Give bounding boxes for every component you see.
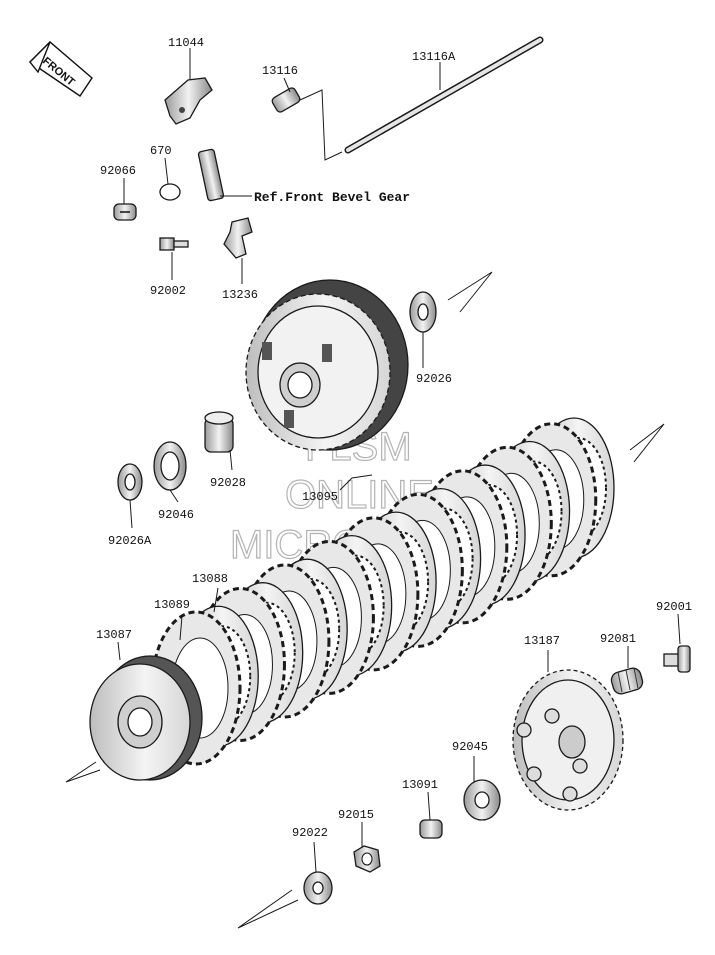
- part-92066-plug[interactable]: [113, 178, 137, 221]
- reference-note: Ref.Front Bevel Gear: [254, 190, 410, 205]
- label-92026: 92026: [416, 372, 452, 386]
- part-92022-washer[interactable]: [237, 841, 333, 929]
- part-92026-washer[interactable]: [409, 271, 493, 368]
- label-13236: 13236: [222, 288, 258, 302]
- part-13091-pusher[interactable]: [419, 791, 443, 839]
- label-92015: 92015: [338, 808, 374, 822]
- label-13088: 13088: [192, 572, 228, 586]
- label-92046: 92046: [158, 508, 194, 522]
- front-arrow-icon: FRONT: [28, 41, 93, 97]
- part-670-o-ring[interactable]: [159, 157, 181, 201]
- label-13116A: 13116A: [412, 50, 456, 64]
- label-92028: 92028: [210, 476, 246, 490]
- label-92022: 92022: [292, 826, 328, 840]
- label-13087: 13087: [96, 628, 132, 642]
- clutch-plate-stack[interactable]: [150, 417, 615, 766]
- label-13089: 13089: [154, 598, 190, 612]
- part-13116-pin[interactable]: [271, 77, 343, 161]
- part-11044-bracket[interactable]: [164, 48, 213, 125]
- part-92001-bolt[interactable]: [663, 613, 691, 673]
- label-11044: 11044: [168, 36, 204, 50]
- part-92015-nut[interactable]: [353, 822, 381, 873]
- part-13236-lever[interactable]: [223, 217, 253, 284]
- label-92081: 92081: [600, 632, 636, 646]
- part-13187-pressure-plate[interactable]: [512, 650, 624, 811]
- label-670: 670: [150, 144, 172, 158]
- label-92066: 92066: [100, 164, 136, 178]
- clutch-housing-gear[interactable]: [245, 279, 409, 451]
- part-92028-sleeve[interactable]: [204, 411, 234, 471]
- watermark-line-2: ONLINE: [285, 473, 434, 517]
- part-92002-bolt[interactable]: [159, 237, 189, 280]
- label-13187: 13187: [524, 634, 560, 648]
- part-92045-ball-bearing[interactable]: [463, 756, 501, 821]
- bevel-gear-shaft[interactable]: [197, 148, 252, 202]
- label-92002: 92002: [150, 284, 186, 298]
- label-92026A: 92026A: [108, 534, 152, 548]
- part-13116A-push-rod[interactable]: [344, 36, 544, 154]
- label-13116: 13116: [262, 64, 298, 78]
- part-92081-spring[interactable]: [610, 646, 645, 696]
- part-92026A-washer[interactable]: [117, 463, 143, 529]
- label-92001: 92001: [656, 600, 692, 614]
- label-13095: 13095: [302, 490, 338, 504]
- label-92045: 92045: [452, 740, 488, 754]
- label-13091: 13091: [402, 778, 438, 792]
- part-13087-clutch-hub[interactable]: [65, 641, 203, 783]
- part-92046-needle-bearing[interactable]: [153, 441, 187, 503]
